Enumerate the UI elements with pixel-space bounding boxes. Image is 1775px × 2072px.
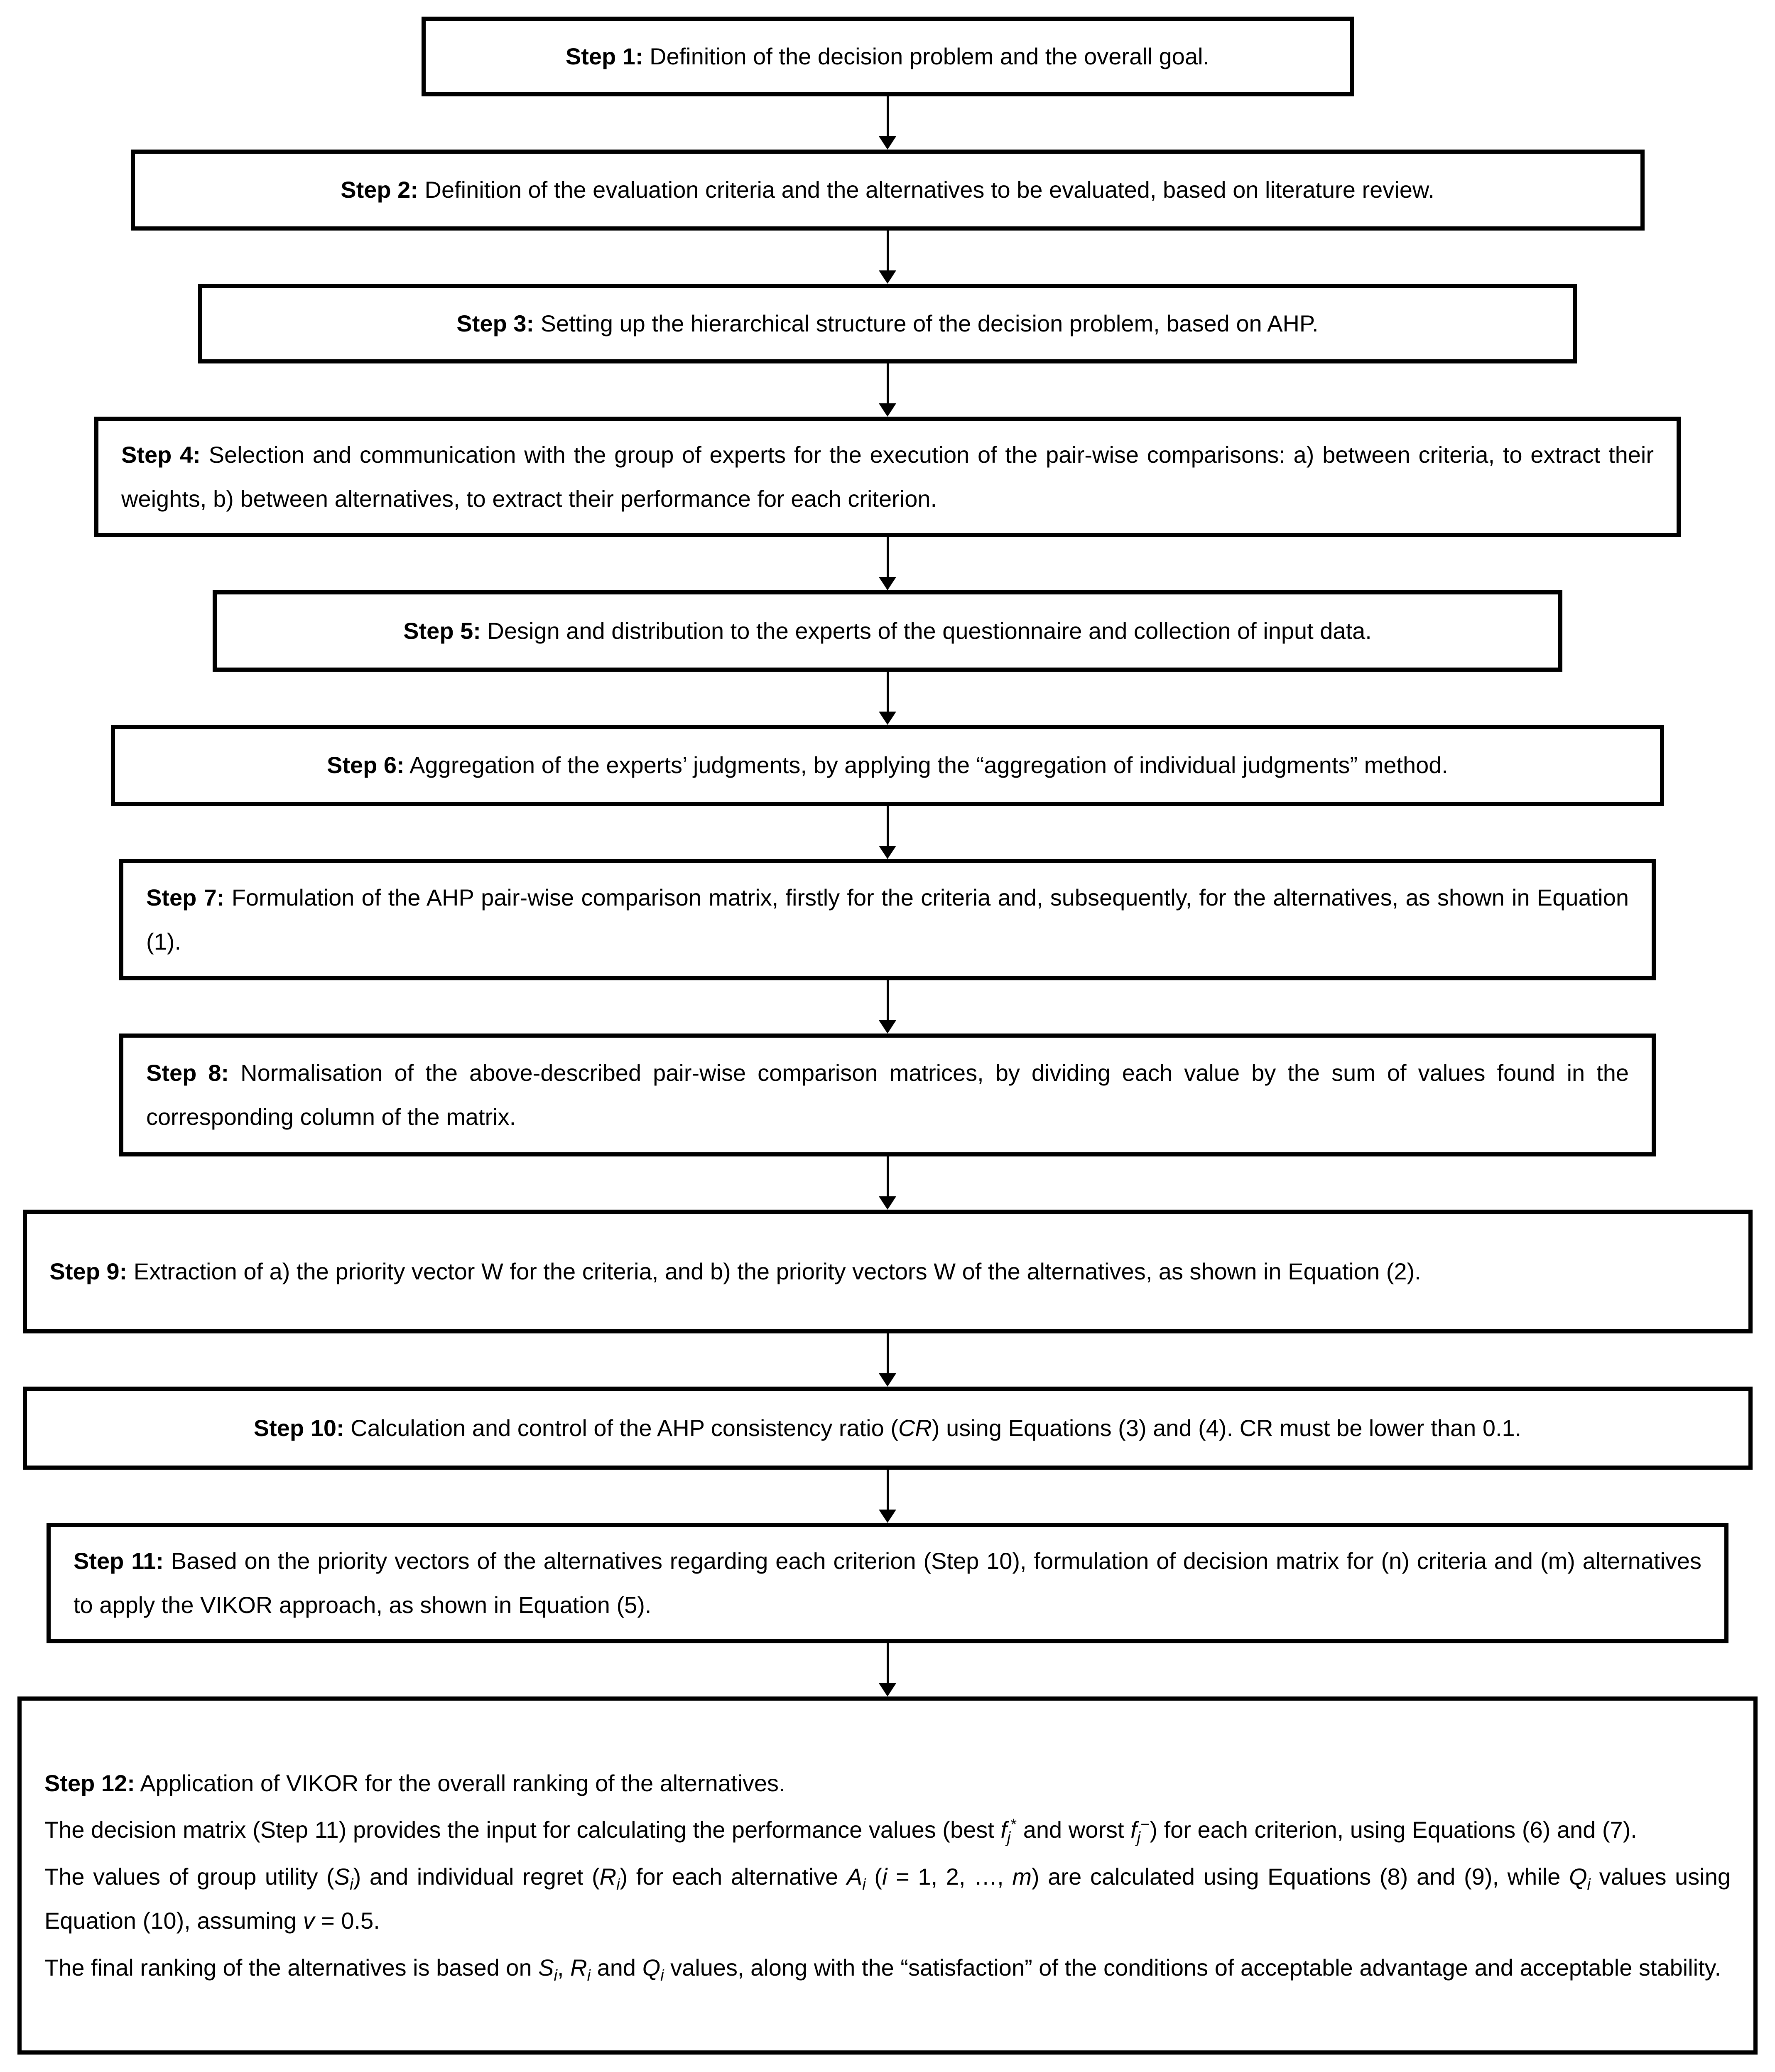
arrow-head-icon <box>879 1196 896 1210</box>
flow-arrow-8 <box>879 1156 896 1210</box>
step-2-text: Step 2: Definition of the evaluation cri… <box>341 177 1434 203</box>
step-12-paragraph-2: The values of group utility (Si) and ind… <box>44 1863 1731 1934</box>
step-12-paragraph-3: The final ranking of the alternatives is… <box>44 1954 1721 1984</box>
step-8-text: Step 8: Normalisation of the above-descr… <box>146 1059 1629 1130</box>
flow-arrow-5 <box>879 672 896 725</box>
step-9-text: Step 9: Extraction of a) the priority ve… <box>49 1258 1421 1284</box>
arrow-stem <box>886 1156 889 1197</box>
step-7-text: Step 7: Formulation of the AHP pair-wise… <box>146 884 1629 955</box>
arrow-stem <box>886 806 889 847</box>
flow-arrow-10 <box>879 1470 896 1523</box>
arrow-stem <box>886 1643 889 1684</box>
arrow-stem <box>886 1470 889 1510</box>
arrow-stem <box>886 672 889 712</box>
step-11-text: Step 11: Based on the priority vectors o… <box>74 1547 1702 1618</box>
step-12-box: Step 12: Application of VIKOR for the ov… <box>17 1696 1758 2055</box>
step-12-title-text: Step 12: Application of VIKOR for the ov… <box>44 1770 785 1797</box>
flow-arrow-4 <box>879 537 896 590</box>
arrow-head-icon <box>879 577 896 590</box>
arrow-head-icon <box>879 403 896 417</box>
arrow-stem <box>886 980 889 1021</box>
step-4-box: Step 4: Selection and communication with… <box>94 417 1681 537</box>
step-5-text: Step 5: Design and distribution to the e… <box>403 617 1372 644</box>
flow-arrow-2 <box>879 231 896 284</box>
arrow-head-icon <box>879 1373 896 1387</box>
flow-arrow-6 <box>879 806 896 859</box>
step-1-box: Step 1: Definition of the decision probl… <box>421 17 1354 96</box>
arrow-stem <box>886 1333 889 1374</box>
step-7-box: Step 7: Formulation of the AHP pair-wise… <box>119 859 1656 980</box>
arrow-head-icon <box>879 1683 896 1696</box>
step-1-text: Step 1: Definition of the decision probl… <box>565 43 1210 69</box>
arrow-head-icon <box>879 712 896 725</box>
arrow-stem <box>886 537 889 578</box>
flow-arrow-3 <box>879 363 896 417</box>
flow-arrow-11 <box>879 1643 896 1696</box>
step-10-text: Step 10: Calculation and control of the … <box>253 1414 1522 1441</box>
step-2-box: Step 2: Definition of the evaluation cri… <box>130 150 1645 231</box>
flow-arrow-7 <box>879 980 896 1034</box>
step-3-text: Step 3: Setting up the hierarchical stru… <box>456 310 1319 336</box>
arrow-head-icon <box>879 270 896 284</box>
arrow-head-icon <box>879 846 896 859</box>
step-4-text: Step 4: Selection and communication with… <box>121 441 1654 512</box>
arrow-head-icon <box>879 1510 896 1523</box>
step-3-box: Step 3: Setting up the hierarchical stru… <box>198 284 1577 363</box>
step-6-box: Step 6: Aggregation of the experts’ judg… <box>111 725 1664 806</box>
step-10-box: Step 10: Calculation and control of the … <box>22 1387 1753 1470</box>
flow-arrow-1 <box>879 96 896 150</box>
flow-arrow-9 <box>879 1333 896 1387</box>
step-5-box: Step 5: Design and distribution to the e… <box>213 590 1562 672</box>
step-11-box: Step 11: Based on the priority vectors o… <box>47 1523 1728 1643</box>
step-6-text: Step 6: Aggregation of the experts’ judg… <box>327 752 1448 778</box>
arrow-head-icon <box>879 136 896 150</box>
arrow-head-icon <box>879 1020 896 1034</box>
step-9-box: Step 9: Extraction of a) the priority ve… <box>22 1210 1753 1333</box>
arrow-stem <box>886 231 889 271</box>
arrow-stem <box>886 363 889 404</box>
arrow-stem <box>886 96 889 137</box>
step-8-box: Step 8: Normalisation of the above-descr… <box>119 1034 1656 1156</box>
step-12-paragraph-1: The decision matrix (Step 11) provides t… <box>44 1816 1637 1847</box>
